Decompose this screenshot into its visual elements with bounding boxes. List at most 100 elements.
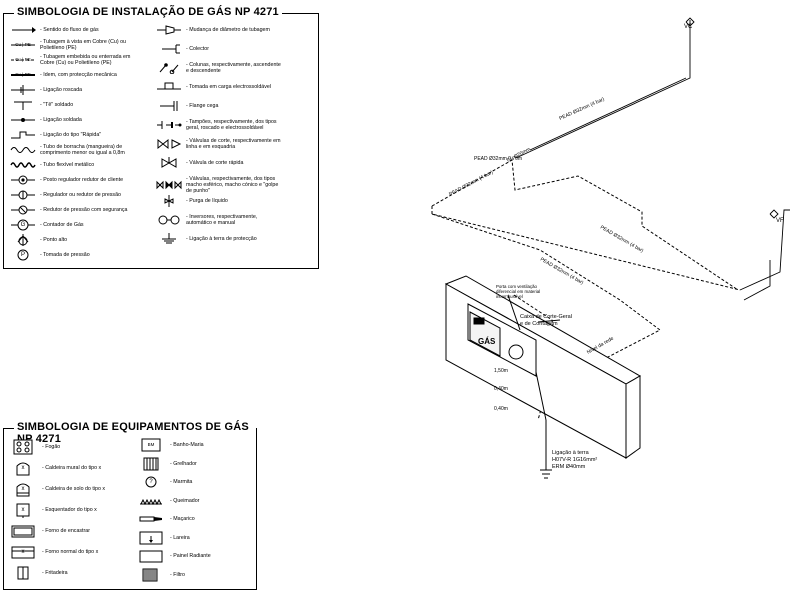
wall-slab-face bbox=[445, 283, 627, 459]
installation-symbol-row: Cu | PE- Tubagem embebida ou enterrada e… bbox=[10, 54, 136, 66]
installation-symbol-row: P- Tomada de pressão bbox=[10, 249, 136, 261]
liquid-purge-icon bbox=[156, 195, 182, 207]
symbol-label: - Filtro bbox=[170, 571, 186, 578]
symbol-label: - Ligação soldada bbox=[40, 117, 82, 123]
installation-symbol-row: - Posto regulador redutor de cliente bbox=[10, 174, 136, 186]
pressure-regulator-icon bbox=[10, 189, 36, 201]
diameter-change-icon bbox=[156, 24, 182, 36]
symbol-label: - Maçarico bbox=[170, 516, 195, 522]
high-point-icon bbox=[10, 234, 36, 246]
equipment-symbol-row: BM- Banho-Maria bbox=[138, 437, 204, 453]
wall-label: Nível da rede bbox=[586, 336, 615, 356]
height-3: 0,40m bbox=[494, 406, 508, 412]
symbol-label: - Tubagem à vista em Cobre (Cu) ou Polie… bbox=[40, 39, 126, 51]
earth-note-1: Ligação à terra bbox=[552, 450, 590, 456]
symbol-label: - Tampões, respectivamente, dos tipos ge… bbox=[186, 119, 277, 131]
symbol-label: - Fritadeira bbox=[42, 570, 68, 576]
symbol-tag: Cu | PE bbox=[15, 72, 31, 77]
pipe-label-3: PEAD Ø32mm (4 bar) bbox=[539, 257, 585, 287]
installation-symbol-row: - Colunas, respectivamente, ascendente e… bbox=[156, 62, 282, 74]
water-heater-icon: x bbox=[10, 502, 38, 518]
symbol-label: - Purga de líquido bbox=[186, 198, 228, 204]
symbol-label: - Válvula de corte rápida bbox=[186, 160, 244, 166]
quick-shutoff-valve-icon bbox=[156, 157, 182, 169]
pipe-run-lower bbox=[431, 206, 741, 291]
symbol-label: - Válvulas de corte, respectivamente em … bbox=[186, 138, 281, 150]
installation-symbol-row: G- Contador de Gás bbox=[10, 219, 136, 231]
equipment-symbol-row: - Lareira bbox=[138, 530, 190, 546]
pipe-protected-icon: Cu | PE bbox=[10, 69, 36, 81]
installation-symbol-row: - Colector bbox=[156, 43, 282, 55]
installation-symbol-row: - Ligação roscada bbox=[10, 84, 136, 96]
vc-valve bbox=[685, 17, 695, 27]
vf-label: VF bbox=[776, 218, 784, 224]
symbol-label: - Flange cega bbox=[186, 103, 219, 109]
threaded-joint-icon bbox=[10, 84, 36, 96]
installation-symbol-row: - Tubo de borracha (mangueira) de compri… bbox=[10, 144, 136, 156]
installation-symbol-row: - Válvulas de corte, respectivamente em … bbox=[156, 138, 282, 150]
installation-symbol-row: - Inversores, respectivamente, automátic… bbox=[156, 214, 282, 226]
symbol-label: - Ligação do tipo "Rápida" bbox=[40, 132, 102, 138]
electrical-tap-icon bbox=[156, 81, 182, 93]
symbol-label: - Tubo flexível metálico bbox=[40, 162, 95, 168]
bain-marie-icon: BM bbox=[138, 437, 166, 453]
installation-symbol-row: - Sentido do fluxo de gás bbox=[10, 24, 136, 36]
pipe-label-2: PEAD Ø32mm (4 bar) bbox=[599, 225, 645, 255]
symbol-label: - Colector bbox=[186, 46, 209, 52]
fryer-icon bbox=[10, 565, 38, 581]
installation-symbol-row: - "Tê" soldado bbox=[10, 99, 136, 111]
equipment-symbol-row: - Queimador bbox=[138, 493, 199, 509]
equipment-symbol-row: - Forno de encastrar bbox=[10, 523, 90, 539]
earth-note-2: H07V-R 1G16mm² bbox=[552, 457, 597, 463]
gas-box-sign bbox=[473, 317, 485, 325]
symbol-label: - Regulador ou redutor de pressão bbox=[40, 192, 121, 198]
symbol-label: - Sentido do fluxo de gás bbox=[40, 27, 99, 33]
symbol-label: - Tomada em carga electrossoldável bbox=[186, 84, 271, 90]
symbol-tag: x bbox=[21, 507, 25, 513]
symbol-label: - Ligação à terra de protecção bbox=[186, 236, 257, 242]
equipment-symbol-row: - Fritadeira bbox=[10, 565, 68, 581]
symbol-label: - Tubo de borracha (mangueira) de compri… bbox=[40, 144, 125, 156]
symbol-tag: ? bbox=[149, 479, 153, 485]
vf-valve bbox=[769, 209, 779, 219]
depth-label: PEAD Ø32mm 0,70m bbox=[474, 156, 522, 162]
symbol-label: - Caldeira mural do tipo x bbox=[42, 465, 102, 471]
symbol-label: - Ponto alto bbox=[40, 237, 68, 243]
symbol-tag: x bbox=[21, 486, 25, 492]
installation-symbol-row: - Tubo flexível metálico bbox=[10, 159, 136, 171]
torch-icon bbox=[138, 511, 166, 527]
installation-symbol-row: - Ligação soldada bbox=[10, 114, 136, 126]
symbol-label: - Contador de Gás bbox=[40, 222, 84, 228]
equipment-symbol-row: x- Caldeira de solo do tipo x bbox=[10, 481, 105, 497]
equipment-symbol-row: - Grelhador bbox=[138, 456, 197, 472]
radiant-panel-icon bbox=[138, 548, 166, 564]
symbol-tag: Cu | PE bbox=[15, 57, 31, 62]
symbol-tag: BM bbox=[147, 442, 155, 447]
equipment-symbols-panel: SIMBOLOGIA DE EQUIPAMENTOS DE GÁS NP 427… bbox=[3, 421, 257, 590]
quick-joint-icon bbox=[10, 129, 36, 141]
vent-note: Porta com ventilação diferencial em mate… bbox=[496, 284, 541, 299]
symbol-tag: Cu | PE bbox=[15, 42, 31, 47]
wall-boiler-icon: x bbox=[10, 460, 38, 476]
fireplace-icon bbox=[138, 530, 166, 546]
symbol-label: - Forno normal do tipo x bbox=[42, 549, 99, 555]
equipment-symbol-row: - Maçarico bbox=[138, 511, 195, 527]
installation-symbol-row: - Purga de líquido bbox=[156, 195, 282, 207]
pressure-tap-icon: P bbox=[10, 249, 36, 261]
equipment-symbol-row: x - Caldeira mural do tipo x bbox=[10, 460, 101, 476]
pipe-visible-icon: Cu | PE bbox=[10, 39, 36, 51]
installation-symbol-row: - Redutor de pressão com segurança bbox=[10, 204, 136, 216]
symbol-label: - Válvulas, respectivamente, dos tipos m… bbox=[186, 176, 279, 194]
symbol-label: - Inversores, respectivamente, automátic… bbox=[186, 214, 258, 226]
standard-oven-icon: x bbox=[10, 544, 38, 560]
pipe-label-1: PEAD Ø32mm (4 bar) bbox=[558, 96, 605, 122]
tee-icon bbox=[10, 99, 36, 111]
installation-panel-title: SIMBOLOGIA DE INSTALAÇÃO DE GÁS NP 4271 bbox=[14, 6, 282, 18]
symbol-label: - Painel Radiante bbox=[170, 553, 211, 559]
symbol-label: - Marmita bbox=[170, 479, 193, 485]
installation-symbol-row: - Ligação à terra de protecção bbox=[156, 233, 282, 245]
symbol-label: - Lareira bbox=[170, 534, 190, 541]
installation-symbol-row: Cu | PE - Tubagem à vista em Cobre (Cu) o… bbox=[10, 39, 136, 51]
gas-box-door bbox=[469, 311, 501, 357]
customer-regulator-icon bbox=[10, 174, 36, 186]
